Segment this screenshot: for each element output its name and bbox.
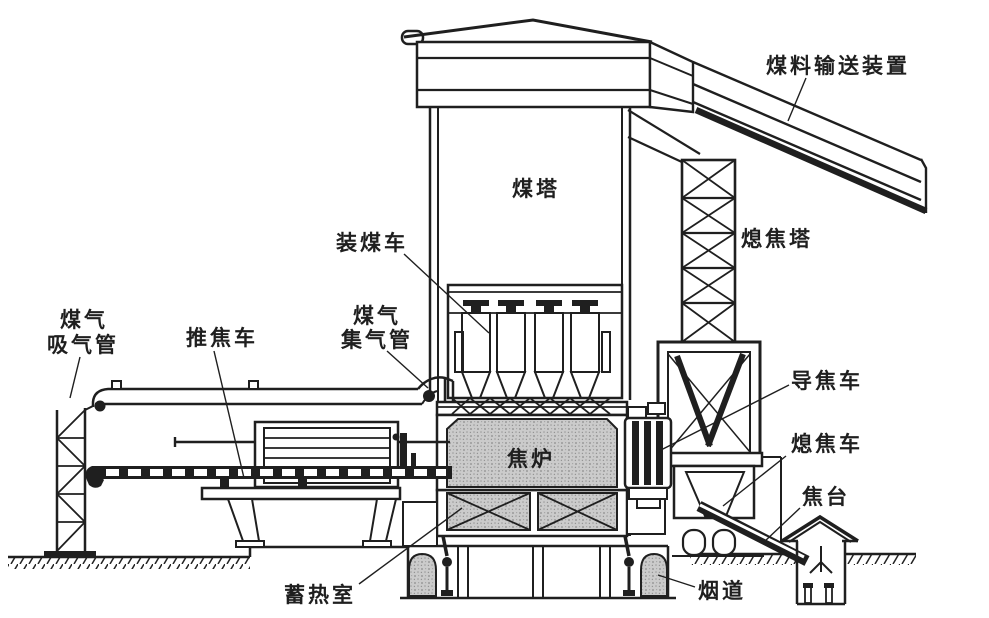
gas-collecting-main: [417, 376, 455, 405]
leader-gas-collecting-main: [386, 350, 429, 389]
oven-masonry: [446, 418, 618, 488]
leader-quench-car: [722, 455, 787, 507]
leader-coal-conveyor: [787, 77, 807, 122]
flue-arch-left: [408, 552, 437, 597]
coal-conveyor-belt: [692, 60, 928, 214]
label-gas-collecting-main-1: 煤气: [353, 304, 401, 328]
label-quench-tower: 熄焦塔: [741, 227, 813, 251]
label-flue: 烟道: [698, 579, 746, 603]
pusher-pedestal: [200, 486, 402, 548]
flue-arch-right: [640, 552, 668, 597]
leader-gas-suction-pipe: [69, 356, 81, 399]
quench-car-wheel: [681, 528, 707, 557]
label-coke-wharf: 焦台: [801, 485, 850, 509]
quench-car-wheel: [711, 528, 737, 557]
charging-car: [446, 283, 624, 416]
label-charging-car: 装煤车: [336, 231, 408, 255]
suction-pipe-mast: [44, 408, 96, 558]
pusher-ram: [85, 466, 452, 491]
standpipe-stub: [111, 380, 122, 390]
telescopic-chutes: [451, 396, 611, 416]
label-coke-guide-car: 导焦车: [791, 369, 863, 393]
quench-tower: [680, 158, 737, 344]
label-coal-conveyor: 煤料输送装置: [766, 54, 910, 78]
leader-flue: [657, 574, 696, 588]
label-pusher-car: 推焦车: [186, 326, 258, 350]
conveyor-strut: [627, 109, 701, 155]
coal-tower: [428, 107, 632, 402]
regenerator-level: [402, 488, 668, 548]
pusher-machine: [85, 420, 452, 548]
hopper-caps: [463, 300, 598, 313]
label-gas-suction-pipe-2: 吸气管: [47, 333, 119, 357]
ground-right: [690, 552, 916, 565]
leader-coke-wharf: [763, 507, 801, 543]
conveyor-strut: [627, 136, 685, 164]
label-gas-suction-pipe-1: 煤气: [60, 308, 108, 332]
quench-tower-base: [656, 340, 762, 455]
gas-suction-pipe: [84, 376, 455, 412]
label-coal-tower: 煤塔: [512, 177, 560, 201]
label-regenerator: 蓄热室: [284, 583, 356, 607]
leader-lines: [69, 77, 807, 588]
coke-oven-block: [435, 400, 629, 492]
coal-tower-cap: [400, 18, 701, 164]
standpipe-stub: [248, 380, 259, 390]
label-coke-oven: 焦炉: [506, 447, 555, 471]
labels: 煤料输送装置 煤塔 装煤车 煤气 集气管 煤气 吸气管 推焦车 焦炉 熄焦塔 导…: [47, 54, 910, 607]
wharf-pit-house: [781, 514, 859, 606]
coke-guide-car: [623, 402, 673, 509]
leader-regenerator: [358, 507, 463, 585]
leader-coke-guide-car: [656, 384, 790, 453]
coke-wharf-ramp: [696, 501, 810, 566]
label-gas-collecting-main-2: 集气管: [340, 328, 413, 352]
leader-pusher-car: [213, 350, 245, 479]
leader-charging-car: [403, 253, 490, 334]
label-quench-car: 熄焦车: [791, 432, 863, 456]
